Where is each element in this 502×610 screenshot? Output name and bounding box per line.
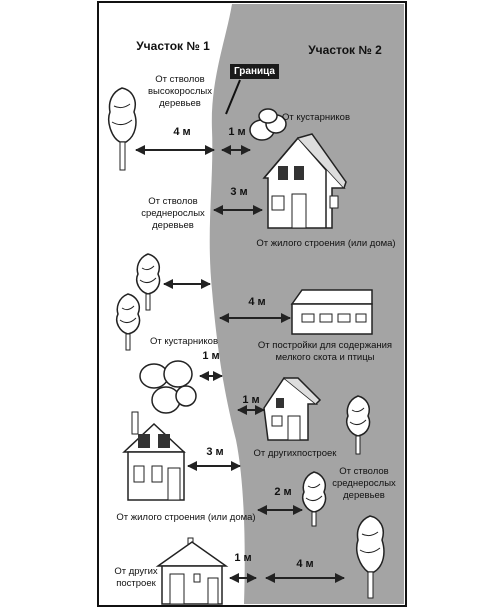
label-medium-trees-right: От стволов среднерослых деревьев — [332, 466, 396, 501]
distance-other-buildings-left: 1 м — [234, 552, 252, 564]
label-medium-trees-left: От стволов среднерослых деревьев — [141, 196, 205, 231]
distance-other-buildings-right: 1 м — [242, 394, 260, 406]
distance-arrows — [135, 145, 345, 583]
label-tall-trees: От стволов высокорослых деревьев — [148, 74, 212, 109]
left-plot-title: Участок № 1 — [136, 39, 210, 53]
label-house-right: От жилого строения (или дома) — [256, 238, 396, 249]
distance-medium-trees-right: 2 м — [274, 486, 292, 498]
boundary-label: Граница — [230, 64, 279, 79]
label-livestock-building: От постройки для содержания мелкого скот… — [257, 340, 393, 363]
label-other-buildings-left: От других построек — [114, 566, 158, 589]
outbuilding-icon — [263, 376, 322, 441]
tree-icon — [302, 471, 327, 527]
tree-icon — [108, 87, 137, 171]
boundary-pointer — [225, 79, 241, 115]
house-icon — [122, 411, 186, 501]
house-icon — [262, 133, 347, 229]
label-house-left: От жилого строения (или дома) — [116, 512, 256, 523]
tree-icon — [346, 395, 371, 455]
label-shrubs-right: От кустарников — [282, 112, 350, 123]
shrub-icon — [139, 360, 197, 414]
label-other-buildings-right: От другихпостроек — [253, 448, 337, 459]
outbuilding-icon — [155, 537, 229, 605]
distance-shrubs-left: 1 м — [202, 350, 220, 362]
distance-livestock-building: 4 м — [248, 296, 266, 308]
distance-medium-trees-left: 3 м — [230, 186, 248, 198]
distance-house-left: 3 м — [206, 446, 224, 458]
right-plot-title: Участок № 2 — [308, 43, 382, 57]
distance-tall-trees: 4 м — [173, 126, 191, 138]
tree-icon — [116, 293, 141, 351]
livestock-building-icon — [290, 289, 373, 335]
tree-icon — [136, 253, 161, 311]
label-shrubs-left: От кустарников — [150, 336, 218, 347]
shrub-icon — [249, 108, 287, 141]
tree-icon — [356, 515, 385, 599]
distance-shrubs-right: 1 м — [228, 126, 246, 138]
distance-bottom-right: 4 м — [296, 558, 314, 570]
